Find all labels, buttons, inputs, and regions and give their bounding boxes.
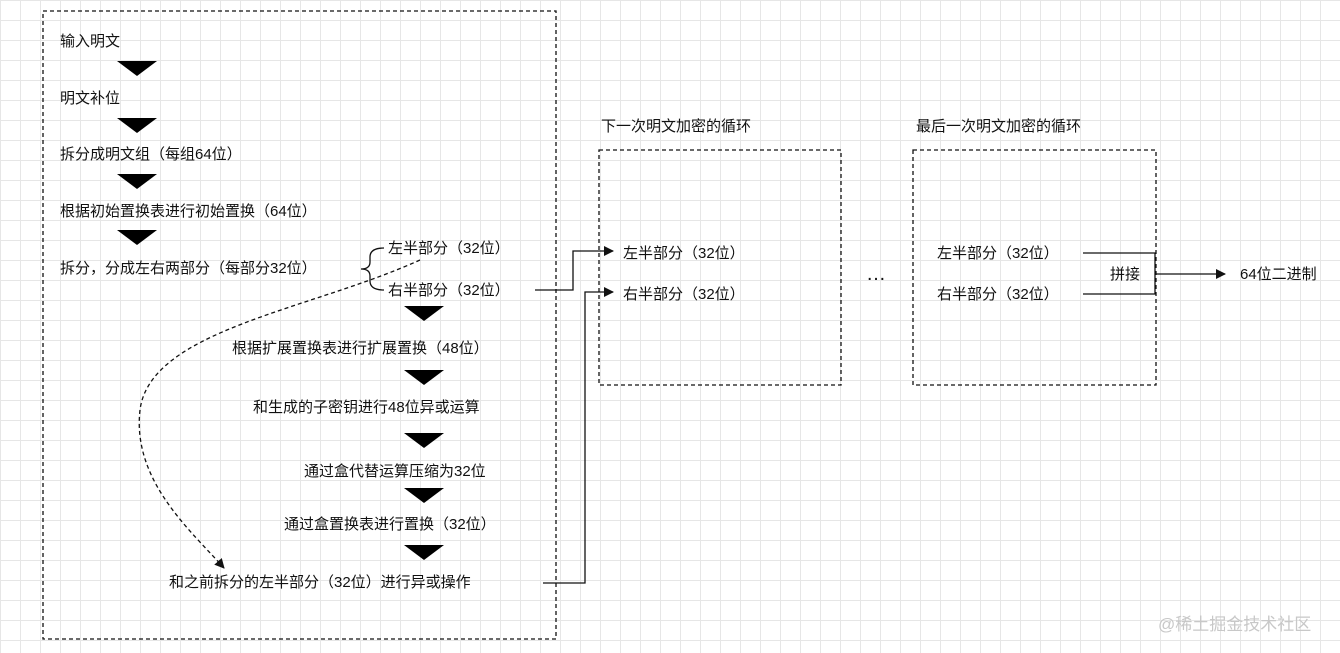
left-half-dashed-arrow (138, 259, 421, 569)
main-process-box (42, 10, 557, 640)
xor-result-to-next-right (543, 287, 614, 584)
last-round-box (912, 149, 1157, 386)
step-left-xor: 和之前拆分的左半部分（32位）进行异或操作 (169, 574, 471, 591)
step-pbox-permutation: 通过盒置换表进行置换（32位） (284, 516, 496, 533)
step-initial-permutation: 根据初始置换表进行初始置换（64位） (60, 203, 317, 220)
down-arrow-9 (404, 545, 444, 560)
step-split-groups: 拆分成明文组（每组64位） (60, 146, 242, 163)
step-expansion-permutation: 根据扩展置换表进行扩展置换（48位） (232, 340, 489, 357)
down-arrow-3 (117, 174, 157, 189)
main-left-half: 左半部分（32位） (388, 240, 510, 257)
step-sbox-substitution: 通过盒代替运算压缩为32位 (304, 462, 486, 480)
watermark: @稀土掘金技术社区 (1158, 615, 1311, 634)
last-round-title: 最后一次明文加密的循环 (916, 118, 1081, 135)
down-arrow-2 (117, 118, 157, 133)
main-right-half: 右半部分（32位） (388, 282, 510, 299)
step-split-halves: 拆分，分成左右两部分（每部分32位） (60, 260, 317, 277)
down-arrow-5 (404, 306, 444, 321)
next-round-left-half: 左半部分（32位） (623, 245, 745, 262)
ellipsis: … (866, 263, 886, 285)
step-padding: 明文补位 (60, 90, 120, 107)
next-round-box (598, 149, 842, 386)
last-round-right-half: 右半部分（32位） (937, 286, 1059, 303)
next-round-title: 下一次明文加密的循环 (601, 118, 751, 135)
join-label: 拼接 (1110, 266, 1140, 283)
step-subkey-xor: 和生成的子密钥进行48位异或运算 (253, 398, 480, 416)
down-arrow-6 (404, 370, 444, 385)
down-arrow-7 (404, 433, 444, 448)
right-half-to-next-left (535, 246, 614, 291)
step-input-plaintext: 输入明文 (60, 33, 120, 50)
split-brace (360, 247, 385, 291)
down-arrow-1 (117, 61, 157, 76)
down-arrow-4 (117, 230, 157, 245)
last-round-left-half: 左半部分（32位） (937, 245, 1059, 262)
down-arrow-8 (404, 488, 444, 503)
output-label: 64位二进制 (1240, 266, 1317, 283)
next-round-right-half: 右半部分（32位） (623, 286, 745, 303)
